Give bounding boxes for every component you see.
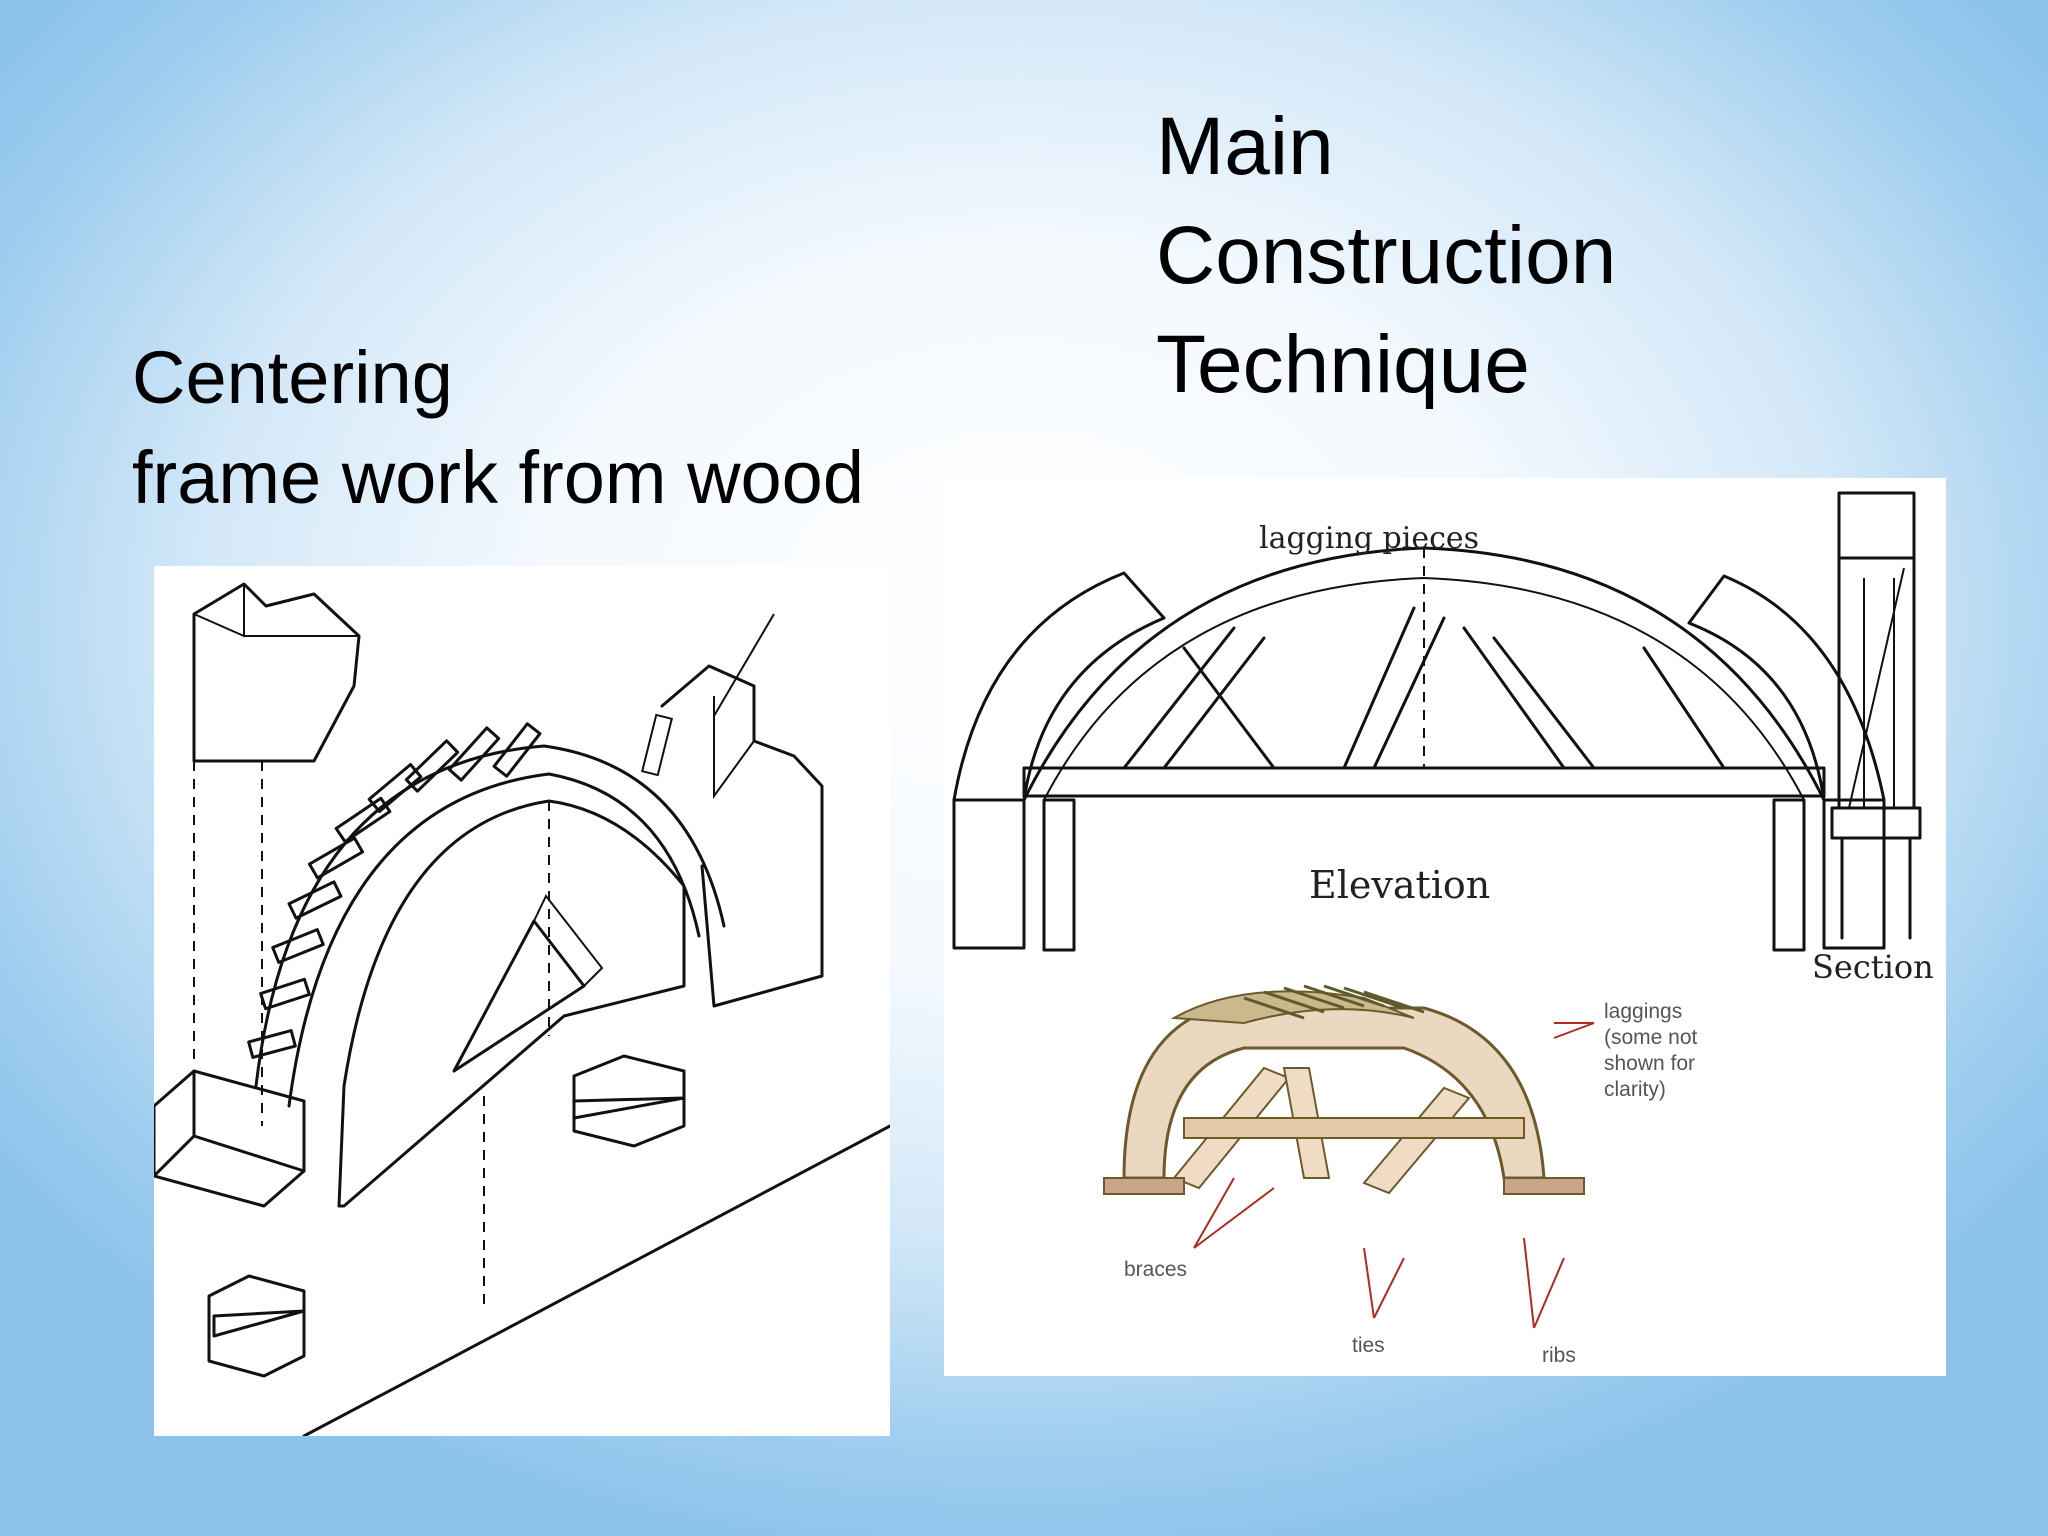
strut-1 xyxy=(1122,626,1266,770)
slide-title: Main Construction Technique xyxy=(1156,92,1716,419)
laggings-callout-4: clarity) xyxy=(1604,1078,1666,1101)
folding-wedge-back xyxy=(572,1096,686,1120)
laggings-callout-2: (some not xyxy=(1604,1026,1698,1049)
voussoir-block-right-edge xyxy=(713,696,755,800)
braces-callout: braces xyxy=(1124,1258,1187,1281)
strut-5 xyxy=(1642,646,1726,770)
centering-3d-view xyxy=(1103,984,1585,1195)
folding-wedge-front xyxy=(212,1309,306,1338)
springing-block-left-edges xyxy=(154,1069,306,1178)
voussoir-block-left xyxy=(192,582,361,763)
laggings-leader xyxy=(1553,1022,1595,1039)
ties-callout: ties xyxy=(1352,1334,1385,1357)
centering-opening xyxy=(452,919,586,1073)
laggings-callout-1: laggings xyxy=(1604,1000,1682,1023)
lagging-pieces-label: lagging pieces xyxy=(1259,521,1479,556)
subtitle-line-1: Centering xyxy=(132,336,453,419)
centering-isometric-drawing xyxy=(154,566,890,1436)
slide-subtitle: Centering frame work from wood xyxy=(132,328,952,528)
centering-isometric-svg xyxy=(154,582,890,1436)
voussoir-block-right xyxy=(660,664,824,1008)
wedge-block-front xyxy=(207,1274,306,1378)
voussoir-block-left-edges xyxy=(193,584,359,761)
section-view xyxy=(1830,491,1922,940)
pointer-line xyxy=(713,613,775,717)
laggings-callout-3: shown for xyxy=(1604,1052,1695,1075)
3d-laggings xyxy=(1243,984,1425,1020)
tie-beam xyxy=(1022,766,1826,798)
ribs-leader xyxy=(1523,1237,1565,1329)
ribs-callout: ribs xyxy=(1542,1344,1576,1367)
centering-brace xyxy=(533,894,604,987)
lagging-slats xyxy=(247,722,542,1059)
prop-right xyxy=(1772,798,1806,952)
braces-leader xyxy=(1193,1177,1275,1249)
section-label: Section xyxy=(1812,948,1934,986)
elevation-label: Elevation xyxy=(1309,863,1490,907)
ties-leader xyxy=(1363,1247,1405,1319)
rib-outer xyxy=(254,744,726,1088)
title-line-1: Main xyxy=(1156,101,1334,192)
voussoir-slot xyxy=(641,713,673,777)
strut-3 xyxy=(1342,606,1446,770)
springing-block-left xyxy=(154,1069,306,1208)
wedge-block-back xyxy=(572,1054,686,1148)
strut-4 xyxy=(1462,626,1596,770)
strut-2 xyxy=(1182,646,1276,770)
centering-elevation-svg: lagging pieces Elevation Section xyxy=(952,491,1934,1367)
centering-face xyxy=(337,799,686,1208)
rib-inner xyxy=(287,772,701,1108)
title-line-2: Construction xyxy=(1156,210,1617,301)
ground-line xyxy=(302,1124,890,1436)
title-line-3: Technique xyxy=(1156,319,1530,410)
subtitle-line-2: frame work from wood xyxy=(132,436,864,519)
prop-left xyxy=(1042,798,1076,952)
centering-elevation-drawing: lagging pieces Elevation Section xyxy=(944,478,1946,1376)
arch-voussoirs xyxy=(952,571,1886,950)
rib-arc xyxy=(1043,576,1805,801)
